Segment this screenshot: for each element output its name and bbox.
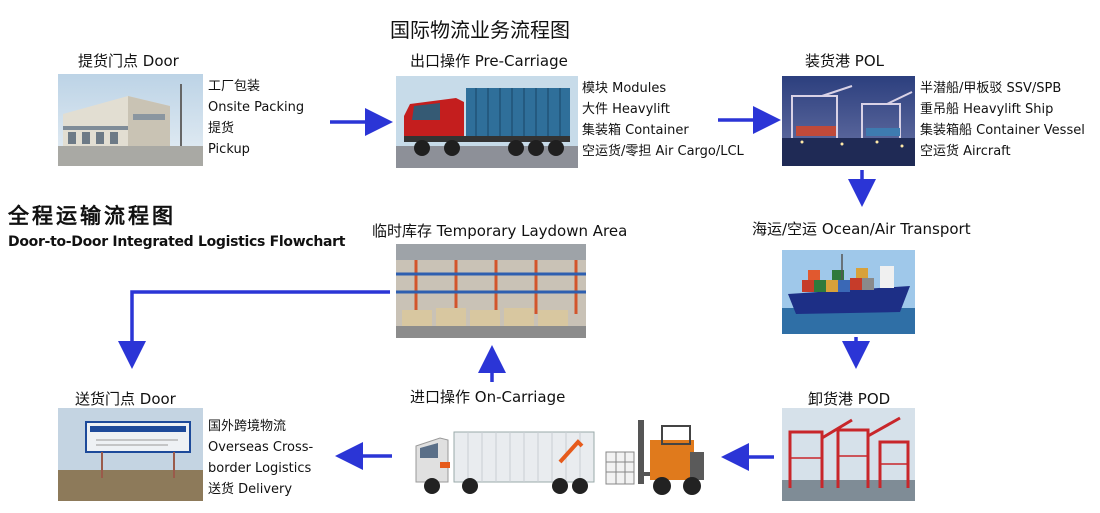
- pol-label: 装货港 POL: [805, 52, 884, 70]
- detail-line: Overseas Cross-: [208, 440, 314, 455]
- warehouse-photo: [58, 74, 203, 166]
- container-ship-photo: [782, 250, 915, 334]
- detail-line: 送货 Delivery: [208, 482, 293, 497]
- detail-line: Onsite Packing: [208, 100, 305, 115]
- detail-line: 重吊船 Heavylift Ship: [920, 102, 1054, 117]
- laydown-label: 临时库存 Temporary Laydown Area: [372, 222, 628, 240]
- site-sign-photo: [58, 408, 203, 501]
- door-delivery-details: 国外跨境物流 Overseas Cross- border Logistics …: [208, 416, 313, 500]
- detail-line: 集装箱船 Container Vessel: [920, 123, 1085, 138]
- detail-line: 空运货/零担 Air Cargo/LCL: [582, 144, 744, 159]
- detail-line: 工厂包装: [208, 79, 261, 94]
- detail-line: 空运货 Aircraft: [920, 144, 1011, 159]
- detail-line: border Logistics: [208, 461, 312, 476]
- pre-carriage-details: 模块 Modules 大件 Heavylift 集装箱 Container 空运…: [582, 78, 744, 162]
- warehouse-interior-photo: [396, 244, 586, 338]
- side-title-en: Door-to-Door Integrated Logistics Flowch…: [8, 234, 346, 250]
- detail-line: 半潜船/甲板驳 SSV/SPB: [920, 81, 1062, 96]
- arrow-laydown-to-door: [118, 290, 390, 369]
- detail-line: 集装箱 Container: [582, 123, 689, 138]
- door-pickup-label: 提货门点 Door: [78, 52, 179, 70]
- pod-label: 卸货港 POD: [808, 390, 891, 408]
- diagram-title: 国际物流业务流程图: [390, 18, 570, 42]
- cranes-photo: [782, 408, 915, 501]
- on-carriage-label: 进口操作 On-Carriage: [410, 388, 566, 406]
- detail-line: 国外跨境物流: [208, 419, 287, 434]
- side-title-cn: 全程运输流程图: [8, 204, 176, 228]
- truck-forklift-illustration: [410, 412, 712, 498]
- pol-details: 半潜船/甲板驳 SSV/SPB 重吊船 Heavylift Ship 集装箱船 …: [920, 78, 1085, 162]
- truck-photo: [396, 76, 578, 168]
- pre-carriage-label: 出口操作 Pre-Carriage: [410, 52, 568, 70]
- detail-line: 模块 Modules: [582, 81, 667, 96]
- detail-line: 大件 Heavylift: [582, 102, 670, 117]
- detail-line: Pickup: [208, 142, 250, 157]
- detail-line: 提货: [208, 121, 235, 136]
- transport-label: 海运/空运 Ocean/Air Transport: [752, 220, 971, 238]
- port-photo: [782, 76, 915, 166]
- door-pickup-details: 工厂包装 Onsite Packing 提货 Pickup: [208, 76, 304, 160]
- door-delivery-label: 送货门点 Door: [75, 390, 176, 408]
